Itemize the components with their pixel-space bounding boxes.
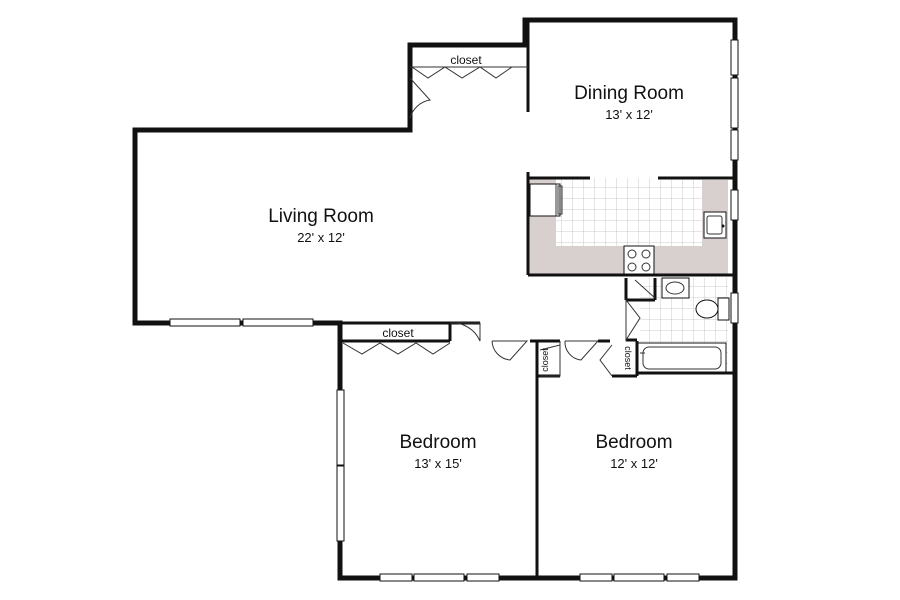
sink-icon bbox=[703, 211, 727, 239]
bedroom-1-name: Bedroom bbox=[399, 432, 476, 453]
living-room-dims: 22' x 12' bbox=[297, 230, 345, 245]
living-room-name: Living Room bbox=[268, 206, 374, 227]
bedroom-1-dims: 13' x 15' bbox=[414, 456, 462, 471]
toilet-icon bbox=[695, 297, 730, 321]
dining-room-name: Dining Room bbox=[574, 83, 684, 104]
dining-room-dims: 13' x 12' bbox=[605, 107, 653, 122]
interior-walls bbox=[338, 22, 733, 578]
doors bbox=[342, 66, 656, 377]
closet-small-right-label: closet bbox=[623, 346, 633, 370]
kitchen bbox=[528, 178, 728, 275]
closet-small-left-label: closet bbox=[540, 348, 550, 372]
bathtub-icon bbox=[637, 342, 727, 374]
bathroom-sink-icon bbox=[661, 277, 690, 299]
bedroom-2-name: Bedroom bbox=[595, 432, 672, 453]
refrigerator-icon bbox=[529, 183, 563, 217]
bedroom-2-dims: 12' x 12' bbox=[610, 456, 658, 471]
closet-bedroom-label: closet bbox=[382, 326, 414, 340]
kitchen-floor bbox=[556, 178, 702, 246]
stove-icon bbox=[623, 245, 655, 275]
windows bbox=[169, 39, 739, 582]
closet-top-label: closet bbox=[450, 53, 482, 67]
